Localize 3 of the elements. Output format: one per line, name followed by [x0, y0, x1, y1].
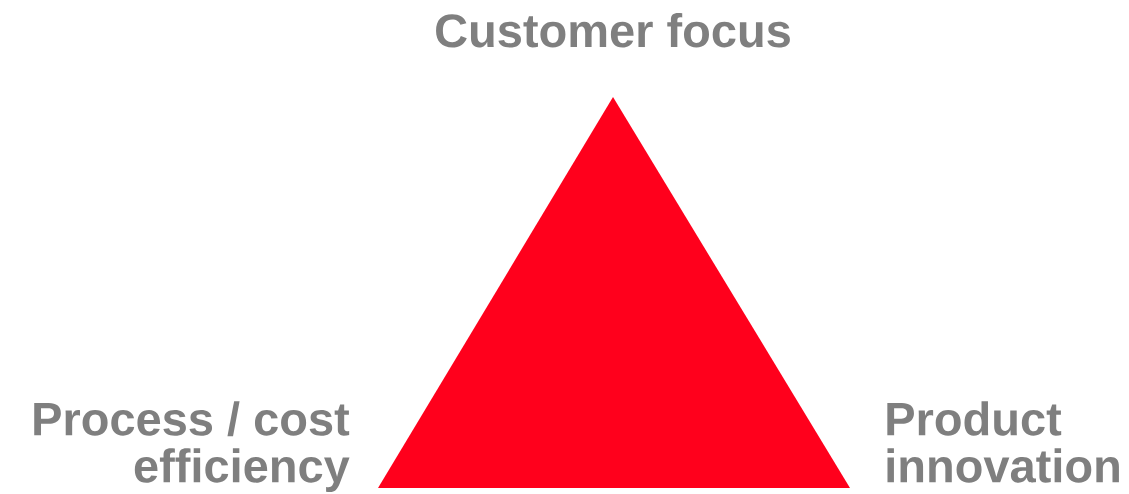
axis-label: Process / cost efficiency	[34, 401, 350, 492]
axis-label: Product innovation	[887, 401, 1119, 483]
axis-label: Customer focus	[436, 12, 790, 48]
